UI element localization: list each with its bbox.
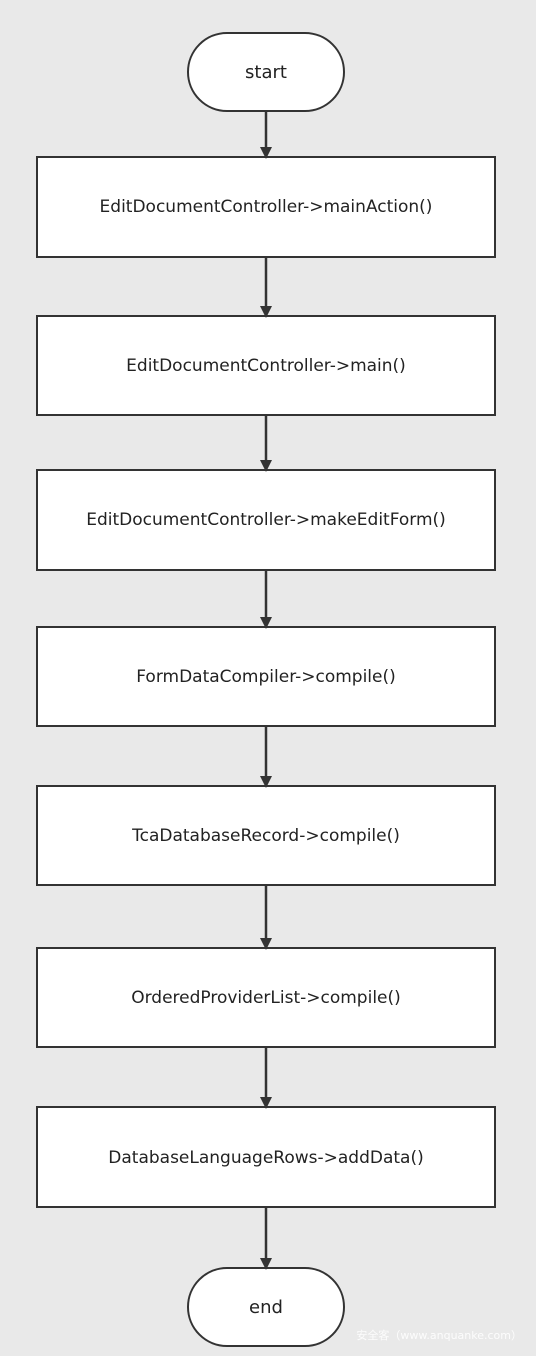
process-step-7: DatabaseLanguageRows->addData() bbox=[36, 1106, 496, 1208]
process-step-2: EditDocumentController->main() bbox=[36, 315, 496, 416]
process-step-label: FormDataCompiler->compile() bbox=[136, 667, 396, 687]
end-terminal: end bbox=[187, 1267, 345, 1347]
process-step-label: EditDocumentController->makeEditForm() bbox=[86, 510, 446, 530]
process-step-label: EditDocumentController->main() bbox=[126, 356, 406, 376]
process-step-label: TcaDatabaseRecord->compile() bbox=[131, 826, 400, 846]
start-label: start bbox=[245, 62, 287, 83]
watermark: 安全客（www.anquanke.com） bbox=[356, 1329, 522, 1342]
end-label: end bbox=[249, 1297, 283, 1318]
process-step-label: OrderedProviderList->compile() bbox=[131, 988, 401, 1008]
process-step-5: TcaDatabaseRecord->compile() bbox=[36, 785, 496, 886]
process-step-1: EditDocumentController->mainAction() bbox=[36, 156, 496, 258]
process-step-label: DatabaseLanguageRows->addData() bbox=[108, 1148, 423, 1168]
start-terminal: start bbox=[187, 32, 345, 112]
process-step-3: EditDocumentController->makeEditForm() bbox=[36, 469, 496, 571]
process-step-4: FormDataCompiler->compile() bbox=[36, 626, 496, 727]
process-step-6: OrderedProviderList->compile() bbox=[36, 947, 496, 1048]
process-step-label: EditDocumentController->mainAction() bbox=[100, 197, 433, 217]
